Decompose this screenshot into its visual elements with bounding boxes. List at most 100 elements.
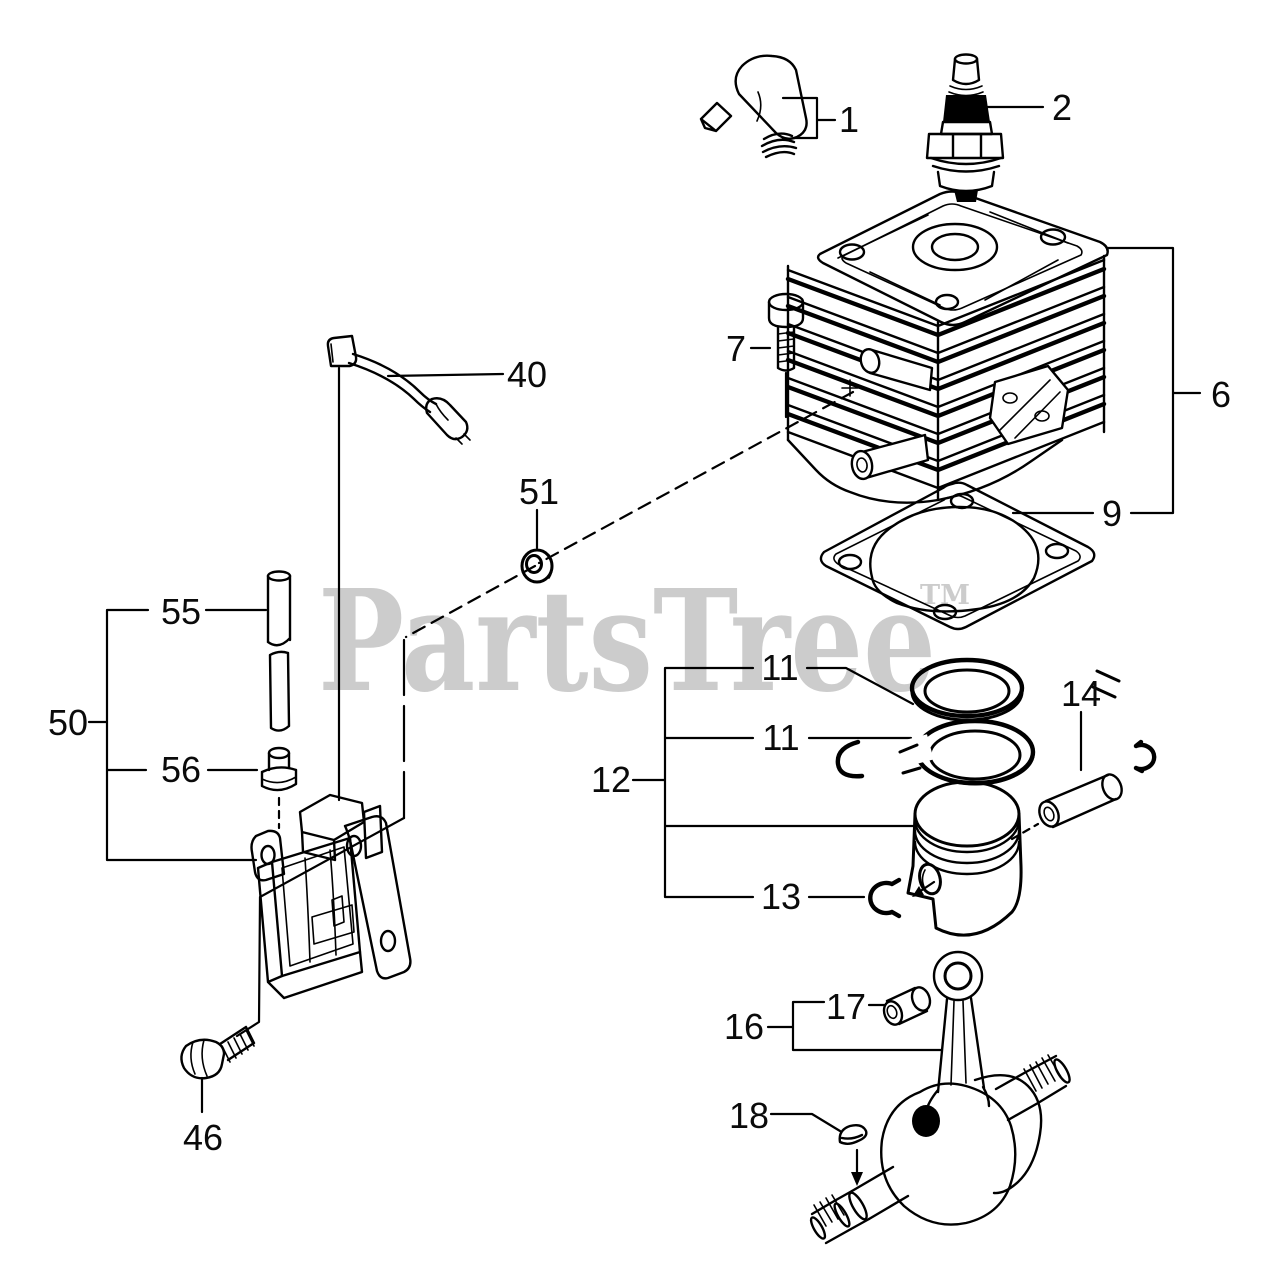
callout-label-40: 40 [507,354,547,395]
cylinder-bore [930,232,980,262]
rod-shank-inner [950,1000,967,1086]
shaft-left-threaded [810,1198,853,1245]
callout-label-7: 7 [726,328,746,369]
cap-body [734,54,808,140]
lead-connector-detail [435,403,471,445]
piston-grooves [913,818,1021,876]
bolt46-threads [221,1029,255,1063]
cylinder-bolt-hole-1 [838,243,866,261]
coil-top-ridge [362,804,384,860]
callout-label-9: 9 [1102,493,1122,534]
arrow-18 [851,1172,863,1186]
piston-ring-bottom [835,718,1036,786]
cylinder-bolt-hole-2 [1039,228,1067,246]
leader-46 [200,816,406,1114]
ignition-coil [250,793,412,1000]
coil-terminal-detail [311,895,355,945]
gasket-inset [833,494,1081,619]
cylinder-base [786,438,1064,504]
leader-1 [781,96,837,140]
piston [906,780,1023,937]
flange-hatch [999,379,1061,439]
cylinder-top-diagonals [837,211,1069,306]
coil-bracket-hole-top [345,834,363,858]
leader-40 [386,372,505,378]
cylinder-bolt [767,292,805,372]
callout-label-46: 46 [183,1117,223,1158]
callout-label-16: 16 [724,1006,764,1047]
spark-plug [925,53,1005,202]
piston-pin-hole-inner [921,869,926,890]
shaft-right-journal [994,1070,1040,1122]
watermark: PartsTree TM [318,560,970,724]
plug-ribs [948,85,984,97]
callout-labels: 1 2 6 7 9 11 11 12 13 14 16 17 18 40 46 … [48,87,1231,1158]
shaft-right-end [1053,1058,1071,1084]
counterweight-front [880,1082,1017,1226]
leader-dashed-cylinder-coil [404,390,855,639]
callout-label-17: 17 [826,986,866,1027]
coil-bracket-arm [343,815,412,980]
bolt7-threads [777,331,795,363]
cylinder-top-inset [841,203,1083,311]
coil-left-tab [250,829,286,882]
cylinder-intake-flange [988,364,1070,446]
leader-16-bracket [766,1000,943,1052]
cylinder-gasket [819,481,1096,631]
crank-pin-highlight [915,1106,936,1113]
piston-pin [1038,773,1123,829]
callout-label-12: 12 [591,759,631,800]
shaft-left-mid [834,1189,871,1231]
gasket-hole-4 [932,603,958,621]
callout-label-1: 1 [839,99,859,140]
plug-flange [929,156,1003,173]
plug-terminal-top [953,53,979,65]
callout-label-13: 13 [761,876,801,917]
callout-label-51: 51 [519,471,559,512]
shaft-left-step2 [833,1202,851,1228]
lead-terminal-detail [330,343,334,363]
rod-bushing [882,986,932,1026]
plug-insulator-band [943,95,990,122]
grommet [260,746,298,830]
callout-label-18: 18 [729,1095,769,1136]
plug-collar [939,120,994,136]
callout-label-11a: 11 [761,647,798,688]
cylinder-boss [911,222,999,272]
leader-14-dash [1010,822,1040,841]
watermark-text: PartsTree [318,560,936,724]
spark-plug-cap [699,54,808,159]
crank-pin [912,1105,940,1137]
callout-label-50: 50 [48,702,88,743]
leader-18 [769,1112,859,1174]
piston-crown [913,780,1021,848]
cylinder [785,190,1109,504]
ignition-lead [326,334,471,445]
cap-spring [760,132,798,159]
washer [520,548,554,584]
gasket-hole-3 [1044,542,1070,560]
leader-6-9 [1011,246,1202,515]
insulator-tube [266,570,292,732]
piston-ring-top [909,657,1122,722]
callout-label-2: 2 [1052,87,1072,128]
leader-50-bracket [87,608,268,862]
shaft-left-step1 [848,1191,868,1221]
plug-terminal [951,57,981,86]
plug-hex [925,132,1005,160]
leader-lines [87,96,1202,1186]
shaft-left-threads [813,1194,845,1227]
shaft-left-end [809,1216,827,1240]
cylinder-top-plate [816,190,1109,327]
piston-skirt [906,812,1023,937]
flange-hole-1 [1002,392,1018,404]
callout-label-11b: 11 [762,717,799,758]
shaft-left-journal [850,1165,910,1221]
cylinder-side-boss-end [859,347,881,375]
rod-small-end [932,950,984,1002]
coil-bracket-hole-bottom [379,929,397,953]
cylinder-bolt-hole-3 [934,293,960,311]
bolt7-head-top [767,292,805,312]
cylinder-port-hole [856,457,868,473]
